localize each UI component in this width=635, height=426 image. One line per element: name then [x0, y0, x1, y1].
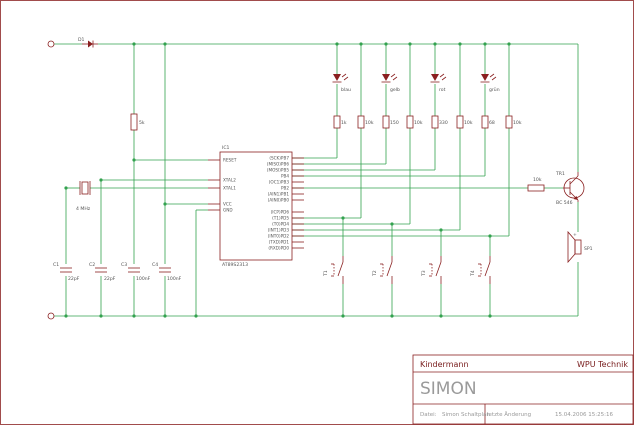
transistor-part: BC 546	[556, 200, 573, 206]
capacitor-c2: C2 22pF	[89, 262, 116, 282]
transistor-name: TR1	[555, 171, 565, 177]
ic-pin-right-2: (MOSI)PB5	[267, 168, 289, 173]
speaker-name: SP1	[584, 246, 593, 252]
ic-pin-left-3: VCC	[223, 202, 232, 207]
ic-pin-left-1: XTAL2	[223, 178, 236, 183]
diode-d1: D1	[78, 37, 98, 48]
ic-pin-right-8: (ICP)PD6	[271, 210, 290, 215]
r-value-5: 10k	[464, 120, 473, 126]
c2-name: C2	[89, 262, 95, 268]
title-change-value: 15.04.2006 15:25:16	[555, 412, 613, 418]
resistor-r6: 10k	[456, 115, 473, 129]
led-label-3: grün	[489, 87, 500, 93]
gnd-terminal[interactable]	[47, 312, 55, 320]
c1-value: 22pF	[68, 276, 80, 282]
r-value-2: 150	[390, 120, 399, 126]
resistor-r8: 10k	[505, 115, 522, 129]
r-base-value: 10k	[533, 177, 542, 183]
led-label-0: blau	[341, 87, 351, 93]
ic-pin-left-2: XTAL1	[223, 186, 236, 191]
c4-name: C4	[152, 262, 158, 268]
switch-label-0: T1	[323, 270, 329, 277]
title-datei-label: Datei:	[420, 412, 437, 418]
r-value-7: 10k	[513, 120, 522, 126]
c2-value: 22pF	[104, 276, 116, 282]
switch-label-2: T3	[421, 270, 427, 277]
c3-value: 100nF	[136, 276, 151, 282]
ic-pin-right-9: (T1)PD5	[272, 216, 289, 221]
led-gelb: gelb	[381, 73, 400, 93]
title-author: Kindermann	[420, 360, 469, 369]
resistor-r2: 10k	[357, 115, 374, 129]
wires	[54, 43, 579, 317]
ic1-microcontroller: IC1 AT89S2313 RESET XTAL2 XTAL1 VCC GND	[208, 145, 304, 268]
ic-pin-right-12: (INT0)PD2	[268, 234, 290, 239]
r-top-value: 5k	[139, 120, 145, 126]
r-value-3: 10k	[414, 120, 423, 126]
resistor-r5: 330	[431, 115, 448, 129]
led-gruen: grün	[480, 73, 500, 93]
resistor-base: 10k	[527, 177, 545, 192]
switch-t2: T2	[372, 256, 393, 284]
ic-pin-right-14: (RXD)PD0	[268, 246, 289, 251]
capacitor-c1: C1 22pF	[53, 262, 80, 282]
title-datei-value: Simon Schaltplan	[442, 412, 490, 418]
switch-t3: T3	[421, 256, 442, 284]
ic-pin-right-4: (OC1)PB3	[269, 180, 290, 185]
crystal-value: 4 MHz	[76, 206, 91, 212]
ic-pin-right-5: PB2	[281, 186, 289, 191]
switch-t4: T4	[470, 256, 491, 284]
c1-name: C1	[53, 262, 59, 268]
ic-pin-right-3: PB4	[281, 174, 289, 179]
switch-label-1: T2	[372, 270, 378, 277]
junctions	[64, 42, 511, 318]
resistor-reset: 5k	[130, 113, 145, 131]
led-blau: blau	[332, 73, 351, 93]
ic-name: IC1	[222, 145, 230, 151]
resistor-r1: 1k	[333, 115, 347, 129]
ic-pin-left-0: RESET	[223, 158, 237, 163]
title-org: WPU Technik	[577, 360, 628, 369]
ic-pin-right-7: (AIN0)PB0	[268, 198, 290, 203]
speaker-plus: +	[573, 232, 577, 238]
switch-label-3: T4	[470, 270, 476, 277]
switch-t1: T1	[323, 256, 344, 284]
speaker-sp1: + SP1	[567, 230, 593, 264]
ic-pin-right-10: (T0)PD4	[272, 222, 289, 227]
title-block: Kindermann WPU Technik SIMON Datei: Simo…	[412, 354, 634, 425]
vcc-terminal[interactable]	[47, 40, 55, 48]
d1-label: D1	[78, 37, 85, 43]
resistor-r4: 10k	[406, 115, 423, 129]
transistor-tr1: TR1 BC 546	[555, 171, 585, 206]
ic-pin-left-4: GND	[223, 208, 233, 213]
resistor-r3: 150	[382, 115, 399, 129]
title-main: SIMON	[420, 379, 477, 399]
ic-part: AT89S2313	[222, 262, 248, 268]
r-value-6: 68	[489, 120, 495, 126]
ic-pin-right-11: (INT1)PD3	[268, 228, 290, 233]
r-value-1: 10k	[365, 120, 374, 126]
c3-name: C3	[121, 262, 127, 268]
c4-value: 100nF	[167, 276, 182, 282]
r-value-0: 1k	[341, 120, 347, 126]
resistor-r7: 68	[481, 115, 495, 129]
capacitor-c4: C4 100nF	[152, 262, 182, 282]
led-label-2: rot	[439, 87, 446, 93]
led-rot: rot	[430, 73, 447, 93]
title-change-label: letzte Änderung	[487, 411, 531, 418]
ic-pin-right-0: (SCK)PB7	[269, 156, 289, 161]
r-value-4: 330	[439, 120, 448, 126]
capacitor-c3: C3 100nF	[121, 262, 151, 282]
ic-pin-right-13: (TXD)PD1	[269, 240, 290, 245]
ic-pin-right-1: (MISO)PB6	[267, 162, 289, 167]
led-label-1: gelb	[390, 87, 400, 93]
crystal-q1: 4 MHz	[76, 181, 91, 212]
ic-pin-right-6: (AIN1)PB1	[268, 192, 290, 197]
